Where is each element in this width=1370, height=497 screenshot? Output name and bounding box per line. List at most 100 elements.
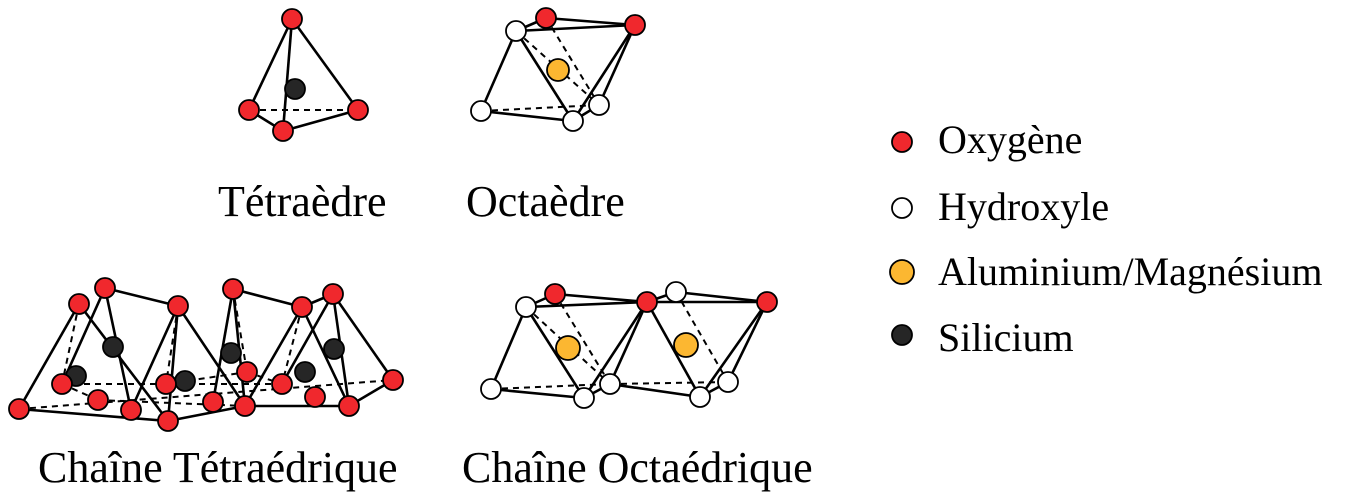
chain-hidden-edge <box>165 305 179 385</box>
hydroxyl-atom <box>717 371 739 393</box>
oxygen-atom <box>234 395 256 417</box>
oxygen-atom <box>281 8 303 30</box>
oxygen-atom <box>157 410 179 432</box>
legend-label-oxygen: Oxygène <box>938 117 1083 162</box>
hydroxyl-atom <box>505 20 527 42</box>
oxygen-atom <box>155 373 177 395</box>
oxygen-atom <box>167 295 189 317</box>
hydroxyl-atom <box>480 378 502 400</box>
silicon-atom <box>891 324 913 346</box>
oxygen-atom <box>544 283 566 305</box>
caption-tetrahedron: Tétraèdre <box>218 177 387 226</box>
hydroxyl-atom <box>665 281 687 303</box>
chain-hidden-edge <box>232 288 248 373</box>
oxygen-atom <box>322 283 344 305</box>
chain-edge <box>104 286 179 308</box>
oxygen-atom <box>891 131 913 153</box>
edge <box>290 18 360 111</box>
edge <box>479 30 518 112</box>
edge <box>515 23 636 33</box>
silicon-atom <box>174 370 196 392</box>
chain-edge <box>608 301 649 385</box>
edge <box>282 108 359 133</box>
chain-edge <box>167 404 246 423</box>
metal-atom <box>555 335 581 361</box>
caption-tetrahedral-chain: Chaîne Tétraédrique <box>38 443 398 492</box>
oxygen-atom <box>51 373 73 395</box>
chain-edge <box>698 301 769 398</box>
silicon-atom <box>220 342 242 364</box>
chain-hidden-edge <box>61 303 80 385</box>
chain-edge <box>300 306 351 407</box>
metal-atom <box>673 332 699 358</box>
oxygen-atom <box>202 391 224 413</box>
chain-edge <box>582 301 649 399</box>
chain-edge <box>609 382 701 399</box>
chain-edge <box>525 300 648 309</box>
legend-label-hydroxyl: Hydroxyle <box>938 184 1110 229</box>
chain-edge <box>490 387 585 400</box>
hydroxyl-atom <box>515 296 537 318</box>
chain-edge <box>166 305 180 422</box>
chain-edge <box>232 287 303 309</box>
metal-atom <box>889 259 915 285</box>
chain-edge <box>211 288 235 403</box>
caption-octahedral-chain: Chaîne Octaédrique <box>462 443 813 492</box>
oxygen-atom <box>347 99 369 121</box>
oxygen-atom <box>68 293 90 315</box>
oxygen-atom <box>222 278 244 300</box>
metal-atom <box>546 58 570 82</box>
chain-edge <box>280 293 335 385</box>
oxygen-atom <box>238 99 260 121</box>
oxygen-atom <box>87 389 109 411</box>
oxygen-atom <box>236 361 258 383</box>
chain-edge <box>645 301 702 398</box>
tetrahedral-chain-figure <box>8 277 404 432</box>
oxygen-atom <box>271 373 293 395</box>
chain-edge <box>331 293 395 381</box>
chain-edge <box>129 305 180 411</box>
chain-edge <box>726 301 769 383</box>
oxygen-atom <box>624 14 646 36</box>
silicon-atom <box>323 338 345 360</box>
chain-edge <box>524 306 586 399</box>
hydroxyl-atom <box>562 110 584 132</box>
hydroxyl-atom <box>573 387 595 409</box>
chain-edge <box>675 290 768 304</box>
legend-label-silicon: Silicium <box>938 315 1074 360</box>
silicon-atom <box>284 78 306 100</box>
hidden-edge <box>545 17 600 106</box>
oxygen-atom <box>291 296 313 318</box>
tetrahedron-figure <box>238 8 369 142</box>
chain-edge <box>554 292 648 304</box>
legend-markers <box>889 131 915 346</box>
hydroxyl-atom <box>599 373 621 395</box>
chain-edge <box>176 305 247 407</box>
edge <box>281 18 294 132</box>
edge <box>480 109 574 123</box>
hydroxyl-atom <box>588 94 610 116</box>
oxygen-atom <box>535 7 557 29</box>
chain-edge <box>489 306 528 390</box>
octahedral-chain-figure <box>480 281 778 409</box>
oxygen-atom <box>636 291 658 313</box>
oxygen-atom <box>382 369 404 391</box>
hydroxyl-atom <box>470 100 492 122</box>
caption-octahedron: Octaèdre <box>466 177 625 226</box>
chain-hidden-edge <box>609 381 729 385</box>
chain-edge <box>17 303 81 410</box>
silicon-atom <box>102 336 124 358</box>
hydroxyl-atom <box>891 197 913 219</box>
chain-hidden-edge <box>281 306 303 385</box>
octahedron-figure <box>470 7 646 132</box>
oxygen-atom <box>94 277 116 299</box>
hydroxyl-atom <box>689 386 711 408</box>
chain-hidden-edge <box>490 383 611 390</box>
edge <box>597 24 637 106</box>
chain-edge <box>18 407 169 423</box>
silicon-atom <box>294 361 316 383</box>
oxygen-atom <box>120 399 142 421</box>
oxygen-atom <box>304 386 326 408</box>
edge <box>247 18 294 111</box>
